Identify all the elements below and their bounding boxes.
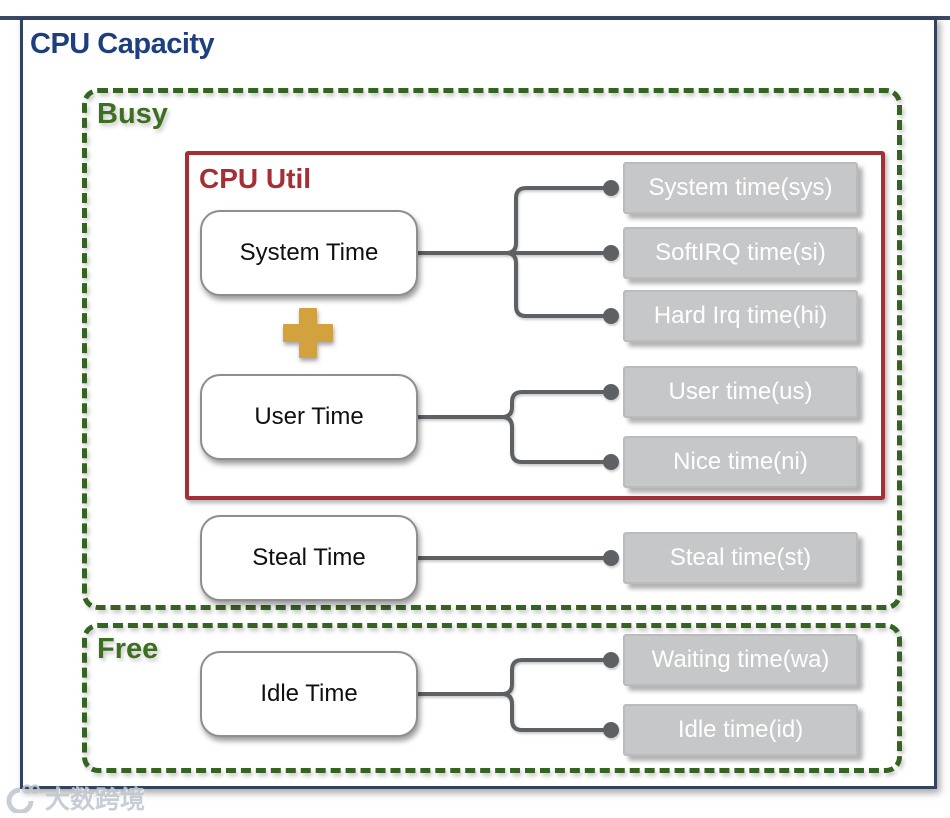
brand-logo-icon [6,784,40,813]
watermark-text: 大数跨境 [45,786,146,814]
node-idle-time: Idle Time [200,651,418,737]
group-cpu-util: CPU Util [185,151,885,500]
leaf-nice-time-ni: Nice time(ni) [623,436,858,488]
plus-icon [283,308,333,358]
leaf-waiting-time-wa: Waiting time(wa) [623,634,858,686]
group-busy-label: Busy [97,98,168,130]
brand-logo-dot [22,784,32,794]
leaf-softirq-time-si: SoftIRQ time(si) [623,227,858,279]
leaf-user-time-us: User time(us) [623,366,858,418]
leaf-steal-time-st: Steal time(st) [623,532,858,584]
node-steal-time: Steal Time [200,515,418,601]
group-free-label: Free [97,633,159,665]
group-busy: Busy [82,88,902,610]
node-user-time: User Time [200,374,418,460]
brand-logo-ring [6,787,34,813]
watermark: 大数跨境 [6,782,145,814]
group-free: Free [82,623,902,773]
leaf-hard-irq-time-hi: Hard Irq time(hi) [623,290,858,342]
leaf-system-time-sys: System time(sys) [623,162,858,214]
leaf-idle-time-id: Idle time(id) [623,704,858,756]
brand-logo-dot [30,784,40,794]
page-title: CPU Capacity [30,28,215,60]
group-cpu-util-label: CPU Util [199,163,311,194]
node-system-time: System Time [200,210,418,296]
